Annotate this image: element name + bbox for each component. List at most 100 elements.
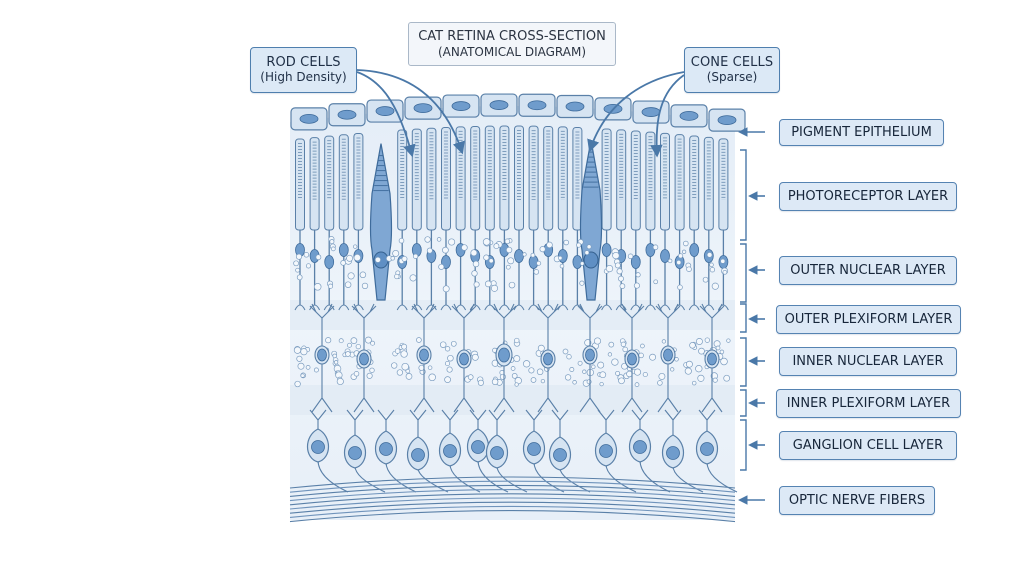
granule — [394, 273, 400, 280]
layer-bracket — [740, 149, 747, 241]
granule — [295, 253, 303, 260]
granule — [428, 373, 436, 382]
ganglion-nucleus — [311, 440, 325, 454]
granule — [572, 380, 577, 385]
epithelium-nucleus — [527, 100, 547, 111]
epithelium-nucleus — [641, 107, 661, 117]
rod-nucleus — [514, 249, 524, 263]
granule — [557, 255, 563, 261]
bipolar-nucleus — [359, 352, 369, 366]
label-outer-nuclear-layer-text: OUTER NUCLEAR LAYER — [790, 263, 946, 278]
rod-outer-segment — [616, 129, 627, 231]
ganglion-dendrites — [488, 409, 506, 438]
bipolar-nucleus — [543, 352, 553, 366]
bipolar-nucleus — [663, 348, 673, 362]
granule — [685, 360, 693, 368]
granule — [505, 246, 513, 254]
granule — [584, 250, 590, 256]
granule — [702, 276, 709, 283]
granule — [593, 337, 602, 345]
granule — [715, 345, 721, 351]
bipolar-dendrites — [351, 303, 377, 351]
granule — [482, 238, 491, 246]
granule — [293, 260, 299, 267]
nerve-fiber — [289, 489, 736, 502]
granule — [296, 355, 303, 362]
granule — [370, 340, 376, 346]
granule — [300, 373, 305, 378]
granule — [605, 264, 614, 273]
ganglion-dendrites — [469, 409, 487, 432]
granule — [396, 369, 404, 376]
bipolar-axon — [657, 363, 679, 413]
ganglion-dendrites — [698, 409, 716, 434]
granule — [564, 374, 572, 381]
rod-cells-callout: ROD CELLS (High Density) — [250, 47, 357, 93]
granule — [709, 267, 716, 273]
granule — [444, 376, 451, 383]
granule — [444, 346, 451, 352]
rod-outer-segment — [528, 125, 539, 231]
ganglion-dendrites — [525, 409, 543, 434]
granule — [483, 254, 490, 261]
rod-outer-segment — [557, 126, 568, 231]
ganglion-nucleus — [443, 444, 457, 458]
granule — [491, 378, 499, 386]
granule — [597, 361, 605, 369]
label-optic-nerve-fibers: OPTIC NERVE FIBERS — [779, 486, 935, 515]
ganglion-nucleus — [527, 442, 541, 456]
granule — [522, 252, 527, 257]
bipolar-dendrites — [699, 303, 725, 351]
granule — [633, 368, 642, 376]
rod-cells-title: ROD CELLS — [266, 55, 341, 70]
granule — [533, 269, 540, 275]
label-inner-nuclear-layer-text: INNER NUCLEAR LAYER — [792, 354, 944, 369]
granule — [300, 348, 308, 356]
label-outer-plexiform-layer: OUTER PLEXIFORM LAYER — [776, 305, 961, 334]
granule — [364, 336, 372, 344]
granule — [405, 373, 413, 380]
bipolar-dendrites — [309, 303, 335, 347]
granule — [315, 254, 322, 261]
granule — [619, 283, 626, 289]
rod-synapse — [542, 304, 554, 311]
epithelium-nucleus — [717, 115, 737, 125]
granule — [723, 374, 731, 382]
bipolar-nucleus — [317, 348, 327, 362]
granule — [608, 341, 615, 348]
granule — [627, 253, 634, 260]
granule — [418, 364, 425, 371]
granule — [536, 260, 542, 266]
layer-brackets — [738, 127, 765, 505]
granule — [439, 341, 447, 348]
granule — [401, 343, 408, 350]
ganglion-nucleus — [490, 446, 504, 460]
granule — [450, 340, 457, 347]
bipolar-axon — [453, 367, 475, 413]
granule — [366, 372, 373, 379]
nerve-fiber — [289, 510, 736, 523]
granule — [697, 374, 705, 382]
granule — [504, 238, 511, 245]
label-inner-plexiform-layer: INNER PLEXIFORM LAYER — [776, 389, 961, 418]
granule — [546, 241, 553, 249]
granule — [640, 343, 645, 349]
layer-bracket — [740, 389, 747, 417]
granule — [657, 380, 663, 386]
granule — [303, 252, 310, 258]
rod-synapse — [411, 304, 423, 311]
ganglion-nucleus — [666, 446, 680, 460]
bipolar-dendrites — [535, 303, 561, 351]
granule — [412, 253, 419, 259]
granule — [493, 243, 500, 250]
granule — [634, 382, 640, 387]
granule — [461, 244, 468, 251]
label-pigment-epithelium: PIGMENT EPITHELIUM — [779, 119, 944, 146]
granule — [424, 236, 431, 243]
bipolar-cells — [309, 303, 725, 413]
granule — [642, 371, 648, 378]
granule — [661, 339, 667, 344]
rod-outer-segment — [426, 127, 437, 231]
granule — [401, 255, 408, 262]
rod-synapse — [469, 304, 481, 311]
